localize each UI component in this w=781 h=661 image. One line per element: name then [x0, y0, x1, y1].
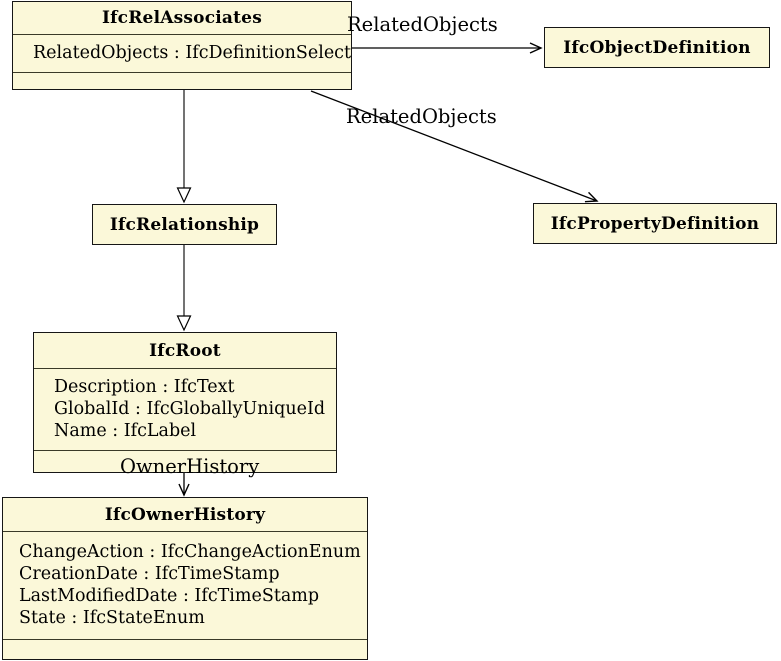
operations-compartment: [34, 450, 336, 472]
class-title: IfcRoot: [149, 340, 221, 361]
attributes-compartment: RelatedObjects : IfcDefinitionSelect: [13, 34, 351, 72]
class-ifcpropertydefinition: IfcPropertyDefinition: [533, 203, 777, 244]
class-title: IfcObjectDefinition: [563, 37, 751, 58]
class-title: IfcPropertyDefinition: [550, 213, 760, 234]
class-ifcownerhistory: IfcOwnerHistory ChangeAction : IfcChange…: [2, 497, 368, 660]
attributes-compartment: Description : IfcText GlobalId : IfcGlob…: [34, 368, 336, 450]
attribute-line: LastModifiedDate : IfcTimeStamp: [19, 586, 320, 606]
attribute-line: Description : IfcText: [54, 377, 235, 397]
class-ifcrelationship: IfcRelationship: [92, 204, 277, 245]
attribute-line: State : IfcStateEnum: [19, 608, 205, 628]
edge-label-relatedobjects-top: RelatedObjects: [347, 13, 498, 36]
edge-label-ownerhistory: OwnerHistory: [120, 455, 260, 478]
edge-label-relatedobjects-diagonal: RelatedObjects: [346, 105, 497, 128]
attribute-line: RelatedObjects : IfcDefinitionSelect: [33, 43, 352, 63]
class-ifcroot: IfcRoot Description : IfcText GlobalId :…: [33, 332, 337, 473]
attributes-compartment: ChangeAction : IfcChangeActionEnum Creat…: [3, 531, 367, 639]
attribute-line: ChangeAction : IfcChangeActionEnum: [19, 542, 361, 562]
attribute-line: CreationDate : IfcTimeStamp: [19, 564, 280, 584]
class-title: IfcRelAssociates: [102, 8, 262, 28]
edge-relatedobjects-to-ifcpropertydefinition: [310, 90, 599, 203]
class-title: IfcOwnerHistory: [104, 504, 266, 525]
class-ifcrelassociates: IfcRelAssociates RelatedObjects : IfcDef…: [12, 1, 352, 90]
operations-compartment: [13, 72, 351, 89]
class-ifcobjectdefinition: IfcObjectDefinition: [544, 27, 770, 68]
operations-compartment: [3, 639, 367, 659]
attribute-line: GlobalId : IfcGloballyUniqueId: [54, 399, 326, 419]
attribute-line: Name : IfcLabel: [54, 421, 197, 441]
class-title: IfcRelationship: [109, 214, 260, 235]
